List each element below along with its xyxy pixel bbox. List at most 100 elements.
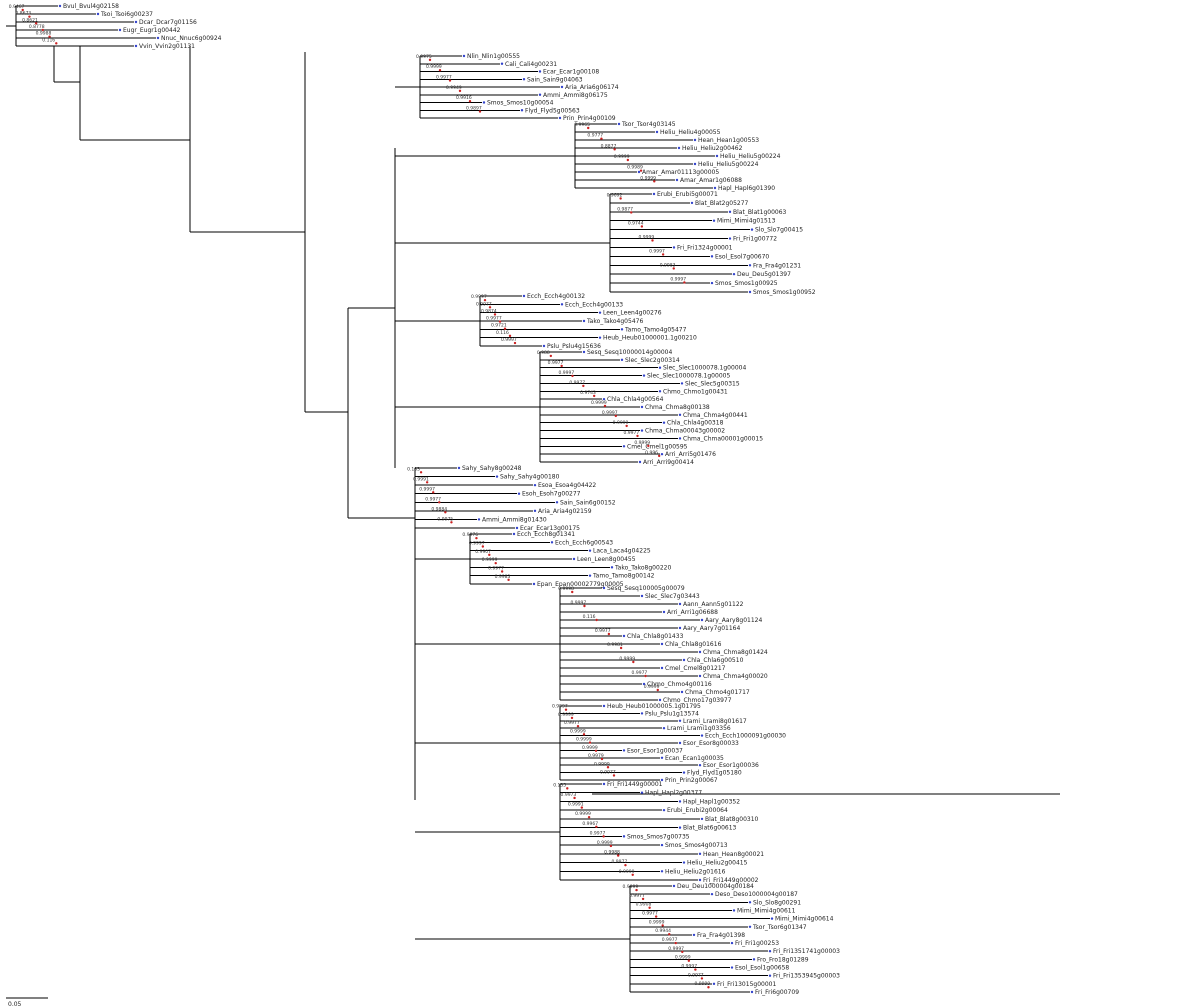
tip-marker [662, 610, 666, 614]
support-node [34, 22, 38, 25]
support-node [592, 394, 596, 398]
tip-marker [622, 445, 626, 448]
tip-marker [660, 452, 664, 456]
tip-label: Tsor_Tsor6g01347 [752, 924, 807, 931]
support-node [428, 58, 432, 62]
tip-marker [682, 861, 686, 864]
tip-marker [715, 154, 719, 158]
tip-marker [520, 109, 524, 112]
tip-label: Chma_Chma00001g00015 [683, 435, 763, 442]
support-node [582, 733, 586, 736]
support-value: 0.9999 [649, 919, 665, 925]
tip-marker [730, 941, 734, 945]
tip-label: Tsor_Tsor4g03145 [621, 121, 676, 128]
tip-label: Arri_Arri5g01476 [665, 451, 716, 458]
support-node [668, 933, 671, 936]
support-value: 0.8778 [29, 24, 45, 30]
support-node [560, 364, 563, 368]
tip-label: Fri_Fri1324g00001 [677, 244, 733, 251]
support-node [607, 632, 611, 636]
support-node [513, 341, 517, 345]
tip-label: Hapl_Hapl1g00352 [683, 798, 740, 805]
tip-label: Nnuc_Nnuc6g00924 [161, 35, 222, 42]
support-value: 0.135 [553, 782, 566, 788]
tip-label: Lrami_Lrami8g01617 [683, 718, 747, 725]
tip-label: Deu_Deu5g01397 [737, 271, 791, 278]
support-node [635, 888, 638, 892]
tip-label: Esol_Esol1g00658 [735, 965, 789, 972]
support-node [448, 79, 452, 82]
tip-marker [602, 704, 606, 708]
support-node [450, 521, 453, 524]
tip-marker [710, 892, 714, 896]
support-value: 0.9744 [628, 220, 644, 226]
support-value: 0.9977 [600, 769, 616, 775]
tip-marker [698, 764, 702, 767]
tip-label: Chmo_Chmo1g00431 [663, 388, 728, 395]
tip-label: Heliu_Heliu2g00415 [687, 860, 748, 867]
tip-marker [710, 255, 714, 258]
tip-marker [118, 28, 122, 32]
support-node [625, 424, 628, 428]
support-value: 0.9999 [558, 712, 574, 718]
support-value: 0.9874 [481, 308, 497, 314]
support-node [571, 374, 574, 378]
support-value: 0.9979 [588, 753, 604, 759]
support-value: 0.9999 [640, 175, 656, 181]
tip-marker [732, 272, 736, 276]
tip-label: Ecar_Ecar13g00175 [520, 525, 580, 532]
tip-marker [662, 808, 666, 812]
support-value: 0.9884 [431, 506, 447, 512]
tip-label: Leen_Leen4g00276 [603, 310, 662, 317]
support-node [683, 281, 686, 284]
support-value: 0.9997 [649, 248, 665, 254]
tip-label: Sesq_Sesq10000014g00004 [587, 349, 672, 356]
support-node [587, 126, 590, 130]
support-value: 0.9908 [636, 902, 652, 908]
tip-marker [610, 566, 614, 569]
tip-marker [156, 36, 160, 40]
tip-marker [617, 122, 621, 126]
tip-marker [658, 390, 662, 393]
support-value: 0.9991 [568, 802, 584, 808]
tip-label: Slec_Slec5g00315 [685, 380, 740, 387]
support-node [656, 688, 659, 692]
tip-label: Ecch_Ecch4g00132 [527, 293, 585, 300]
support-value: 0.9949 [446, 85, 462, 91]
tip-marker [660, 843, 664, 847]
support-value: 0.9975 [416, 54, 432, 60]
support-node [55, 42, 58, 45]
tip-marker [658, 698, 662, 702]
support-node [493, 313, 497, 316]
tip-label: Smos_Smos1g00952 [753, 289, 816, 296]
tip-label: Heliu_Heliu4g00055 [660, 129, 721, 136]
tip-marker [640, 791, 644, 794]
tip-label: Blat_Blat2g05277 [695, 200, 749, 207]
tip-label: Fri_Fri1353945g00003 [773, 973, 840, 980]
tip-label: Bvul_Bvul4g02158 [63, 3, 119, 10]
tip-label: Amar_Amar1g06088 [680, 177, 742, 184]
support-value: 0.9997 [469, 541, 485, 547]
tip-label: Tamo_Tamo4g05477 [624, 326, 687, 333]
support-node [28, 15, 31, 18]
tip-label: Fra_Fra4g01398 [697, 932, 745, 939]
tip-label: Aary_Aary7g01164 [683, 625, 740, 632]
tip-label: Hapl_Hapl2g00377 [645, 790, 702, 797]
tip-label: Ecan_Ecan1g00035 [665, 755, 724, 762]
tip-label: Smos_Smos1g00925 [715, 280, 778, 287]
support-node [475, 536, 478, 540]
support-value: 0.9999 [597, 840, 613, 846]
tip-label: Fri_Fri1449g00002 [703, 877, 759, 884]
support-node [600, 137, 603, 140]
support-value: 0.9999 [644, 684, 660, 690]
support-node [641, 897, 645, 901]
tip-marker [732, 909, 736, 912]
tip-marker [462, 54, 466, 58]
tip-label: Chla_Chla8g01616 [665, 641, 722, 648]
tip-marker [655, 130, 659, 134]
support-node [674, 941, 677, 945]
tip-label: Mimi_Mimi4g00614 [775, 916, 834, 923]
support-node [458, 89, 462, 93]
tip-label: Leen_Leen8g00455 [577, 556, 636, 563]
tip-marker [678, 719, 682, 722]
